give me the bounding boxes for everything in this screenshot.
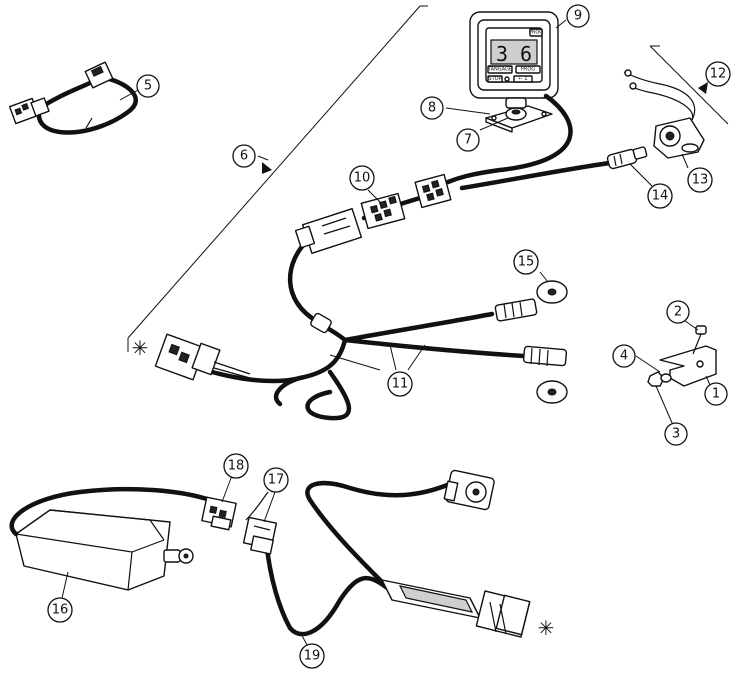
round-connector	[443, 469, 495, 511]
indicator-led	[504, 76, 510, 82]
callout-11: 11	[387, 371, 413, 397]
svg-text:9: 9	[574, 9, 582, 24]
tangage-button	[487, 65, 513, 74]
callout-16: 16	[47, 597, 73, 623]
callout-7: 7	[456, 128, 480, 152]
part-10-connector	[360, 192, 406, 230]
connector-5b	[84, 61, 114, 89]
svg-text:18: 18	[228, 459, 245, 474]
part-6-main-harness	[187, 93, 619, 421]
prog-button-top-label: PROG	[529, 30, 543, 36]
callout-12: 12	[705, 61, 731, 87]
part-2-screw	[692, 325, 707, 355]
callout-1: 1	[704, 382, 728, 406]
group-6-boundary	[127, 5, 428, 352]
svg-text:2: 2	[674, 305, 682, 320]
callout-13: 13	[687, 167, 713, 193]
svg-text:14: 14	[652, 189, 669, 204]
part-16-control-box	[15, 509, 194, 591]
callout-9: 9	[566, 4, 590, 28]
callout-8: 8	[420, 96, 444, 120]
callout-15: 15	[513, 249, 539, 275]
svg-text:17: 17	[268, 473, 285, 488]
callout-18: 18	[223, 453, 249, 479]
svg-text:5: 5	[144, 79, 152, 94]
probe-lower	[522, 345, 568, 367]
part-7-mount-knob	[505, 97, 527, 121]
asterisk-marker-top: ✳	[132, 336, 149, 360]
svg-text:13: 13	[692, 173, 709, 188]
svg-text:6: 6	[240, 149, 248, 164]
group-12-boundary	[649, 45, 729, 125]
svg-text:7: 7	[464, 133, 472, 148]
washer-lower	[536, 380, 568, 404]
tangage-button-label: TANGAGE	[487, 67, 512, 73]
pointer-triangle-6	[262, 162, 272, 174]
svg-text:19: 19	[304, 649, 321, 664]
display-reading: 3 6	[496, 42, 532, 66]
part-13-sensor-unit	[623, 69, 705, 159]
lower-harness-cables	[9, 480, 453, 637]
harness-large-connector	[294, 207, 363, 255]
part-3-nut	[647, 371, 665, 387]
prog-button-right	[515, 65, 541, 74]
enter-button	[513, 75, 533, 83]
connector-5a	[8, 97, 50, 125]
part-5-adapter-harness	[8, 61, 138, 135]
pointer-triangle-12	[698, 82, 708, 94]
harness-sleeve	[310, 312, 332, 334]
part-19-plug	[381, 579, 531, 638]
svg-text:3: 3	[672, 427, 680, 442]
part-14-sensor-plug	[606, 146, 648, 170]
callout-4: 4	[612, 344, 636, 368]
callout-10: 10	[349, 165, 375, 191]
part-18-connector	[201, 496, 237, 531]
callout-19: 19	[299, 643, 325, 669]
stop-button-label: STOP	[488, 76, 501, 82]
enter-button-label: ← 1	[519, 76, 528, 82]
asterisk-marker-bottom: ✳	[538, 616, 555, 640]
part-15-washer	[536, 280, 568, 304]
prog-button-right-label: PROG	[521, 67, 535, 73]
part-9-display-unit: 3 6 PROG TANGAGE PROG STOP ← 1	[469, 11, 559, 99]
callout-17: 17	[263, 467, 289, 493]
harness-connector-pair	[414, 173, 452, 209]
svg-text:8: 8	[428, 101, 436, 116]
callout-3: 3	[664, 422, 688, 446]
stop-button	[487, 75, 503, 83]
part-1-bracket	[659, 345, 717, 387]
callout-14: 14	[647, 183, 673, 209]
svg-text:4: 4	[620, 349, 628, 364]
svg-text:11: 11	[392, 377, 409, 392]
svg-text:12: 12	[710, 67, 727, 82]
svg-text:15: 15	[518, 255, 535, 270]
harness-left-connector	[154, 333, 251, 381]
callout-2: 2	[666, 300, 690, 324]
svg-text:1: 1	[712, 387, 720, 402]
callout-6: 6	[232, 144, 256, 168]
prog-button-top	[529, 28, 543, 37]
part-4-washer	[660, 373, 672, 383]
callout-5: 5	[136, 74, 160, 98]
key-icon	[163, 548, 194, 564]
probe-upper	[494, 298, 538, 322]
svg-text:16: 16	[52, 603, 69, 618]
svg-text:10: 10	[354, 171, 371, 186]
part-17-connector	[242, 516, 278, 555]
